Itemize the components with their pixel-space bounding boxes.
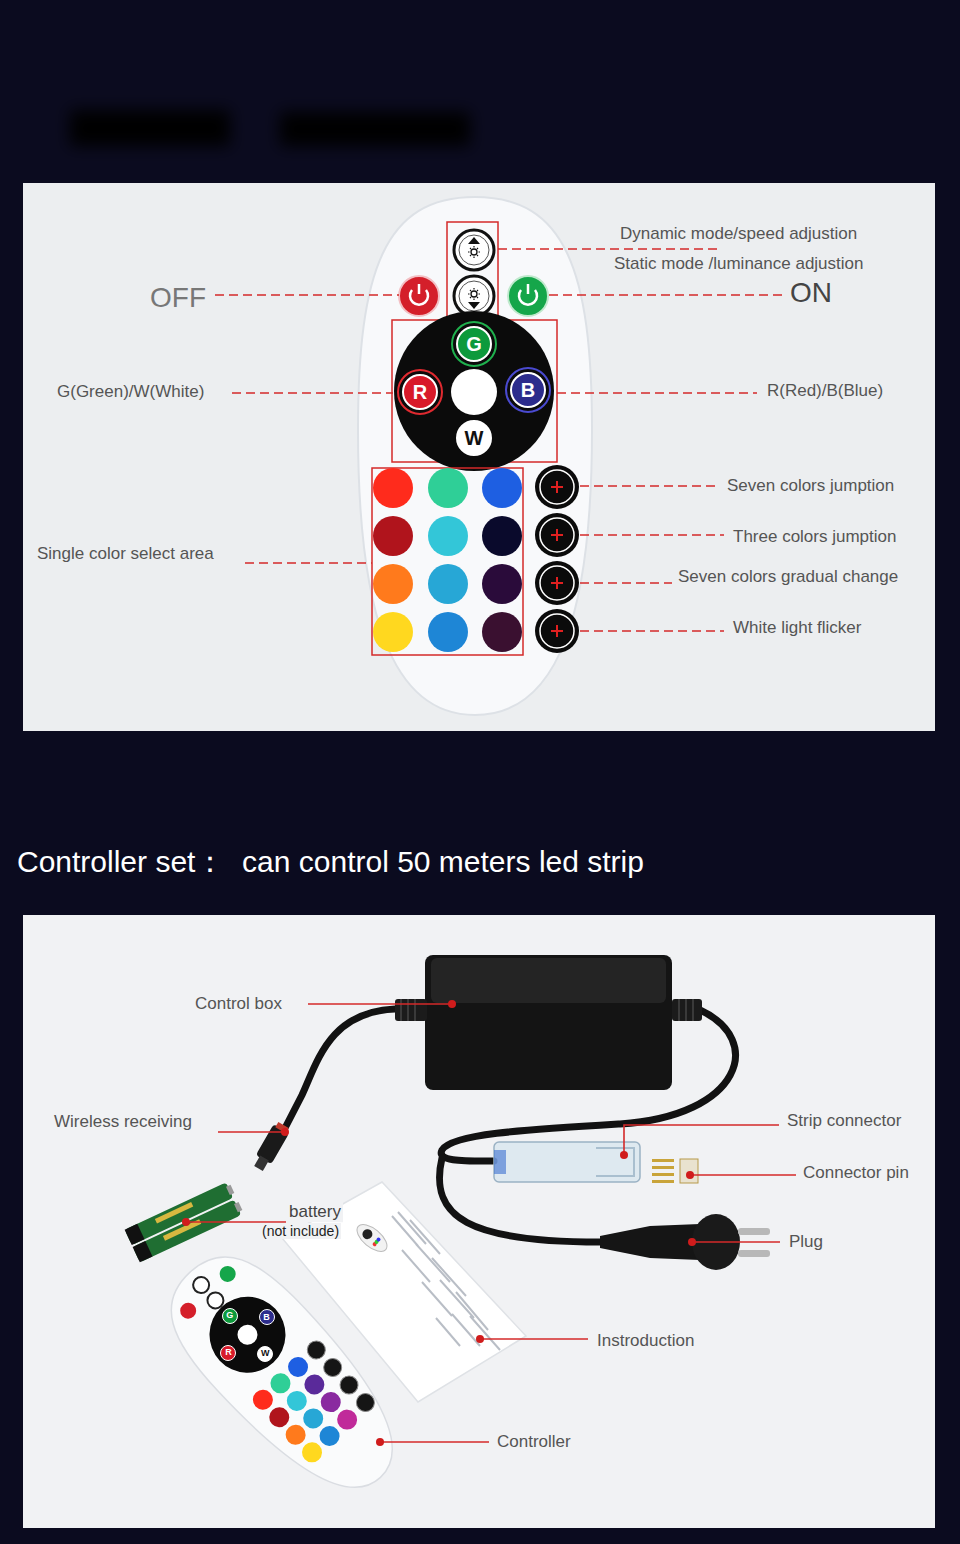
button-letter: G xyxy=(466,334,482,354)
callout-label: Instroduction xyxy=(595,1331,696,1351)
blurred-header xyxy=(70,110,470,146)
callout-label: Single color select area xyxy=(35,544,216,564)
callout-label: (not include) xyxy=(260,1223,341,1239)
section-heading: Controller set： can control 50 meters le… xyxy=(17,844,644,880)
remote-button: R xyxy=(220,1345,236,1361)
callout-label: ON xyxy=(788,277,834,309)
callout-label: Strip connector xyxy=(785,1111,903,1131)
bottom-panel xyxy=(23,915,935,1528)
callout-label: White light flicker xyxy=(731,618,863,638)
button-letter: R xyxy=(225,1348,232,1357)
remote-large xyxy=(358,197,592,715)
callout-label: R(Red)/B(Blue) xyxy=(765,381,885,401)
callout-label: Static mode /luminance adjustion xyxy=(612,254,865,274)
button-letter: R xyxy=(413,382,427,402)
callout-label: Controller xyxy=(495,1432,573,1452)
controller-set xyxy=(125,955,770,1518)
button-letter: G xyxy=(226,1311,233,1320)
button-letter: B xyxy=(263,1313,270,1322)
button-letter: W xyxy=(261,1349,270,1358)
remote-button: G xyxy=(222,1308,238,1324)
callout-label: Plug xyxy=(787,1232,825,1252)
remote-button: W xyxy=(257,1346,273,1362)
leader-lines xyxy=(186,1004,796,1442)
callout-label: OFF xyxy=(148,282,208,314)
remote-button: G xyxy=(456,326,492,362)
leader-dots xyxy=(182,1000,696,1446)
callout-label: Control box xyxy=(193,994,284,1014)
callout-label: Three colors jumption xyxy=(731,527,898,547)
callout-label: battery xyxy=(287,1202,343,1222)
remote-button: R xyxy=(402,374,438,410)
remote-button: B xyxy=(259,1309,275,1325)
remote-button: B xyxy=(510,372,546,408)
callout-label: Connector pin xyxy=(801,1163,911,1183)
remote-button: W xyxy=(456,420,492,456)
button-letter: B xyxy=(521,380,535,400)
callout-label: Dynamic mode/speed adjustion xyxy=(618,224,859,244)
button-letter: W xyxy=(465,428,484,448)
callout-label: Seven colors gradual change xyxy=(676,567,900,587)
callout-label: Seven colors jumption xyxy=(725,476,896,496)
callout-label: G(Green)/W(White) xyxy=(55,382,206,402)
top-panel xyxy=(23,183,935,731)
callout-label: Wireless receiving xyxy=(52,1112,194,1132)
